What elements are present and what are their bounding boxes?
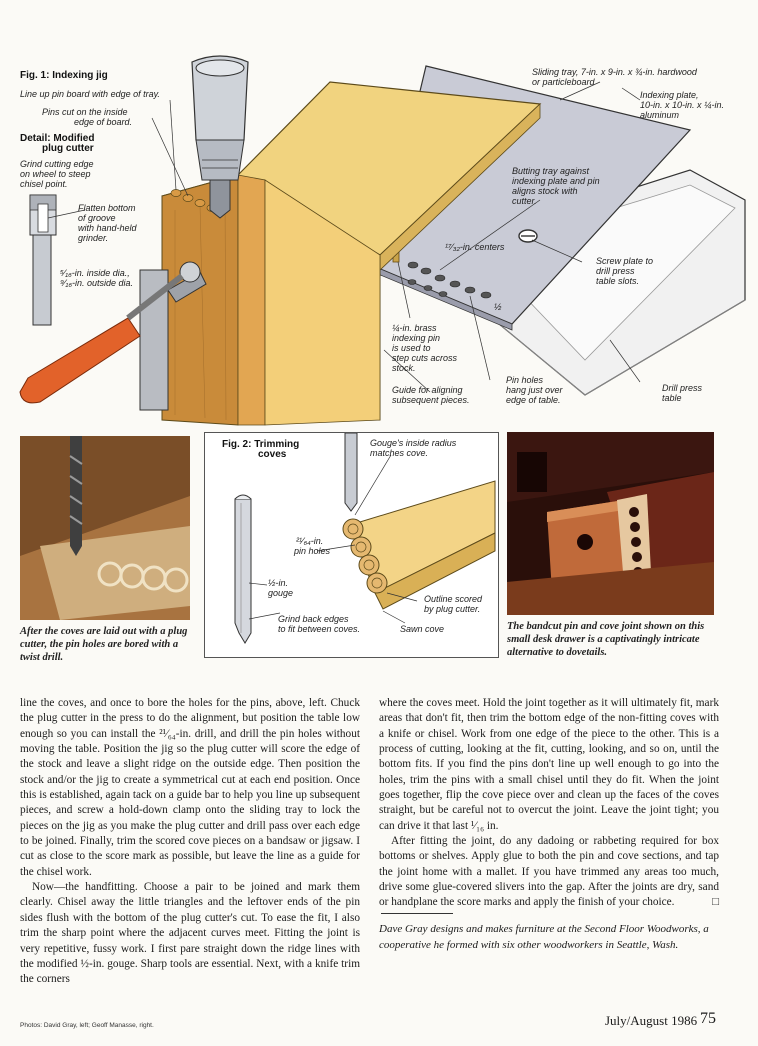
label-press-1: Drill press (662, 383, 703, 393)
label-pins-cut-1: Pins cut on the inside (42, 107, 128, 117)
label-centers: ¹⁷⁄₃₂-in. centers (445, 242, 505, 252)
label-brass-3: is used to (392, 343, 431, 353)
label-brass-2: indexing pin (392, 333, 441, 343)
label-butting-4: cutter. (512, 196, 537, 206)
body-right-column: where the coves meet. Hold the joint tog… (379, 696, 719, 911)
label-holes-1: Pin holes (506, 375, 544, 385)
label-brass-4: step cuts across (392, 353, 458, 363)
label-guide-1: Guide for aligning (392, 385, 463, 395)
fig2-label-gouge-1: ½-in. (268, 578, 289, 588)
label-guide-2: subsequent pieces. (392, 395, 470, 405)
photo-drilling (20, 436, 190, 620)
clamp (19, 261, 207, 411)
label-brass-1: ¼-in. brass (392, 323, 437, 333)
body-right-paragraph-text: After fitting the joint, do any dadoing … (379, 835, 719, 909)
body-left-paragraph: line the coves, and once to bore the hol… (20, 697, 360, 878)
fig2-label-gouge-r-2: matches cove. (370, 448, 429, 458)
fig1-illustration (19, 55, 746, 426)
page-number: 75 (700, 1010, 716, 1027)
label-screw-1: Screw plate to (596, 256, 654, 266)
label-plate-3: aluminum (640, 110, 680, 120)
clamp-handle (19, 317, 141, 404)
fig2-title-2: coves (258, 449, 287, 460)
caption-left: After the coves are laid out with a plug… (20, 626, 188, 663)
label-flatten-4: grinder. (78, 233, 109, 243)
label-press-2: table (662, 393, 682, 403)
label-grind-1: Grind cutting edge (20, 159, 94, 169)
fig2-label-gouge-r-1: Gouge's inside radius (370, 438, 457, 448)
label-butting-2: indexing plate and pin (512, 176, 600, 186)
label-inside-dia: ⁵⁄₁₆-in. inside dia., (60, 268, 130, 278)
drill-chuck (191, 55, 249, 219)
detail-title-1: Detail: Modified (20, 133, 95, 144)
caption-right: The bandcut pin and cove joint shown on … (507, 621, 705, 658)
label-grind-3: chisel point. (20, 179, 68, 189)
label-screw-3: table slots. (596, 276, 640, 286)
label-holes-3: edge of table. (506, 395, 561, 405)
label-tray-1: Sliding tray, 7-in. x 9-in. x ¾-in. hard… (532, 67, 697, 77)
label-outside-dia: ⁹⁄₁₆-in. outside dia. (60, 278, 134, 288)
label-screw-2: drill press (596, 266, 635, 276)
label-brass-5: stock. (392, 363, 416, 373)
fig2-box (204, 432, 499, 658)
detail-title-2: plug cutter (42, 143, 94, 154)
label-flatten-1: Flatten bottom (78, 203, 136, 213)
pin-holes (407, 261, 492, 299)
label-pins-cut-2: edge of board. (74, 117, 133, 127)
fig2-label-outline-2: by plug cutter. (424, 604, 481, 614)
label-line-up: Line up pin board with edge of tray. (20, 89, 160, 99)
fig2-label-grind-1: Grind back edges (278, 614, 349, 624)
label-butting-3: aligns stock with (512, 186, 578, 196)
fig2-label-sawn: Sawn cove (400, 624, 445, 634)
plug-cutter-detail (29, 194, 57, 326)
fig2-label-outline-1: Outline scored (424, 594, 483, 604)
label-half: ½ (494, 302, 502, 312)
photo-credit: Photos: David Gray, left; Geoff Manasse,… (20, 1022, 154, 1029)
fig2-illustration (234, 432, 496, 644)
fig2-label-pinholes-1: ²¹⁄₆₄-in. (296, 536, 324, 546)
label-butting-1: Butting tray against (512, 166, 590, 176)
label-flatten-2: of groove (78, 213, 116, 223)
issue-date: July/August 1986 (605, 1013, 698, 1028)
photo-desk-drawer (507, 432, 714, 615)
fig2-label-pinholes-2: pin holes (294, 546, 331, 556)
label-plate-2: 10-in. x 10-in. x ¼-in. (640, 100, 725, 110)
body-left-column: line the coves, and once to bore the hol… (20, 696, 360, 988)
body-right-paragraph: where the coves meet. Hold the joint tog… (379, 697, 719, 832)
fig1-title: Fig. 1: Indexing jig (20, 70, 108, 81)
fig2-title-1: Fig. 2: Trimming (222, 439, 300, 450)
label-plate-1: Indexing plate, (640, 90, 699, 100)
label-grind-2: on wheel to steep (20, 169, 91, 179)
fig2-label-gouge-2: gouge (268, 588, 294, 598)
fig2-label-grind-2: to fit between coves. (278, 624, 361, 634)
end-mark: □ (712, 896, 719, 909)
label-flatten-3: with hand-held (78, 223, 137, 233)
bio-rule (381, 913, 453, 914)
body-right-paragraph: After fitting the joint, do any dadoing … (379, 834, 719, 911)
label-holes-2: hang just over (506, 385, 563, 395)
label-tray-2: or particleboard (532, 77, 595, 87)
body-left-paragraph: Now—the handfitting. Choose a pair to be… (20, 881, 360, 986)
author-bio: Dave Gray designs and makes furniture at… (379, 923, 709, 951)
